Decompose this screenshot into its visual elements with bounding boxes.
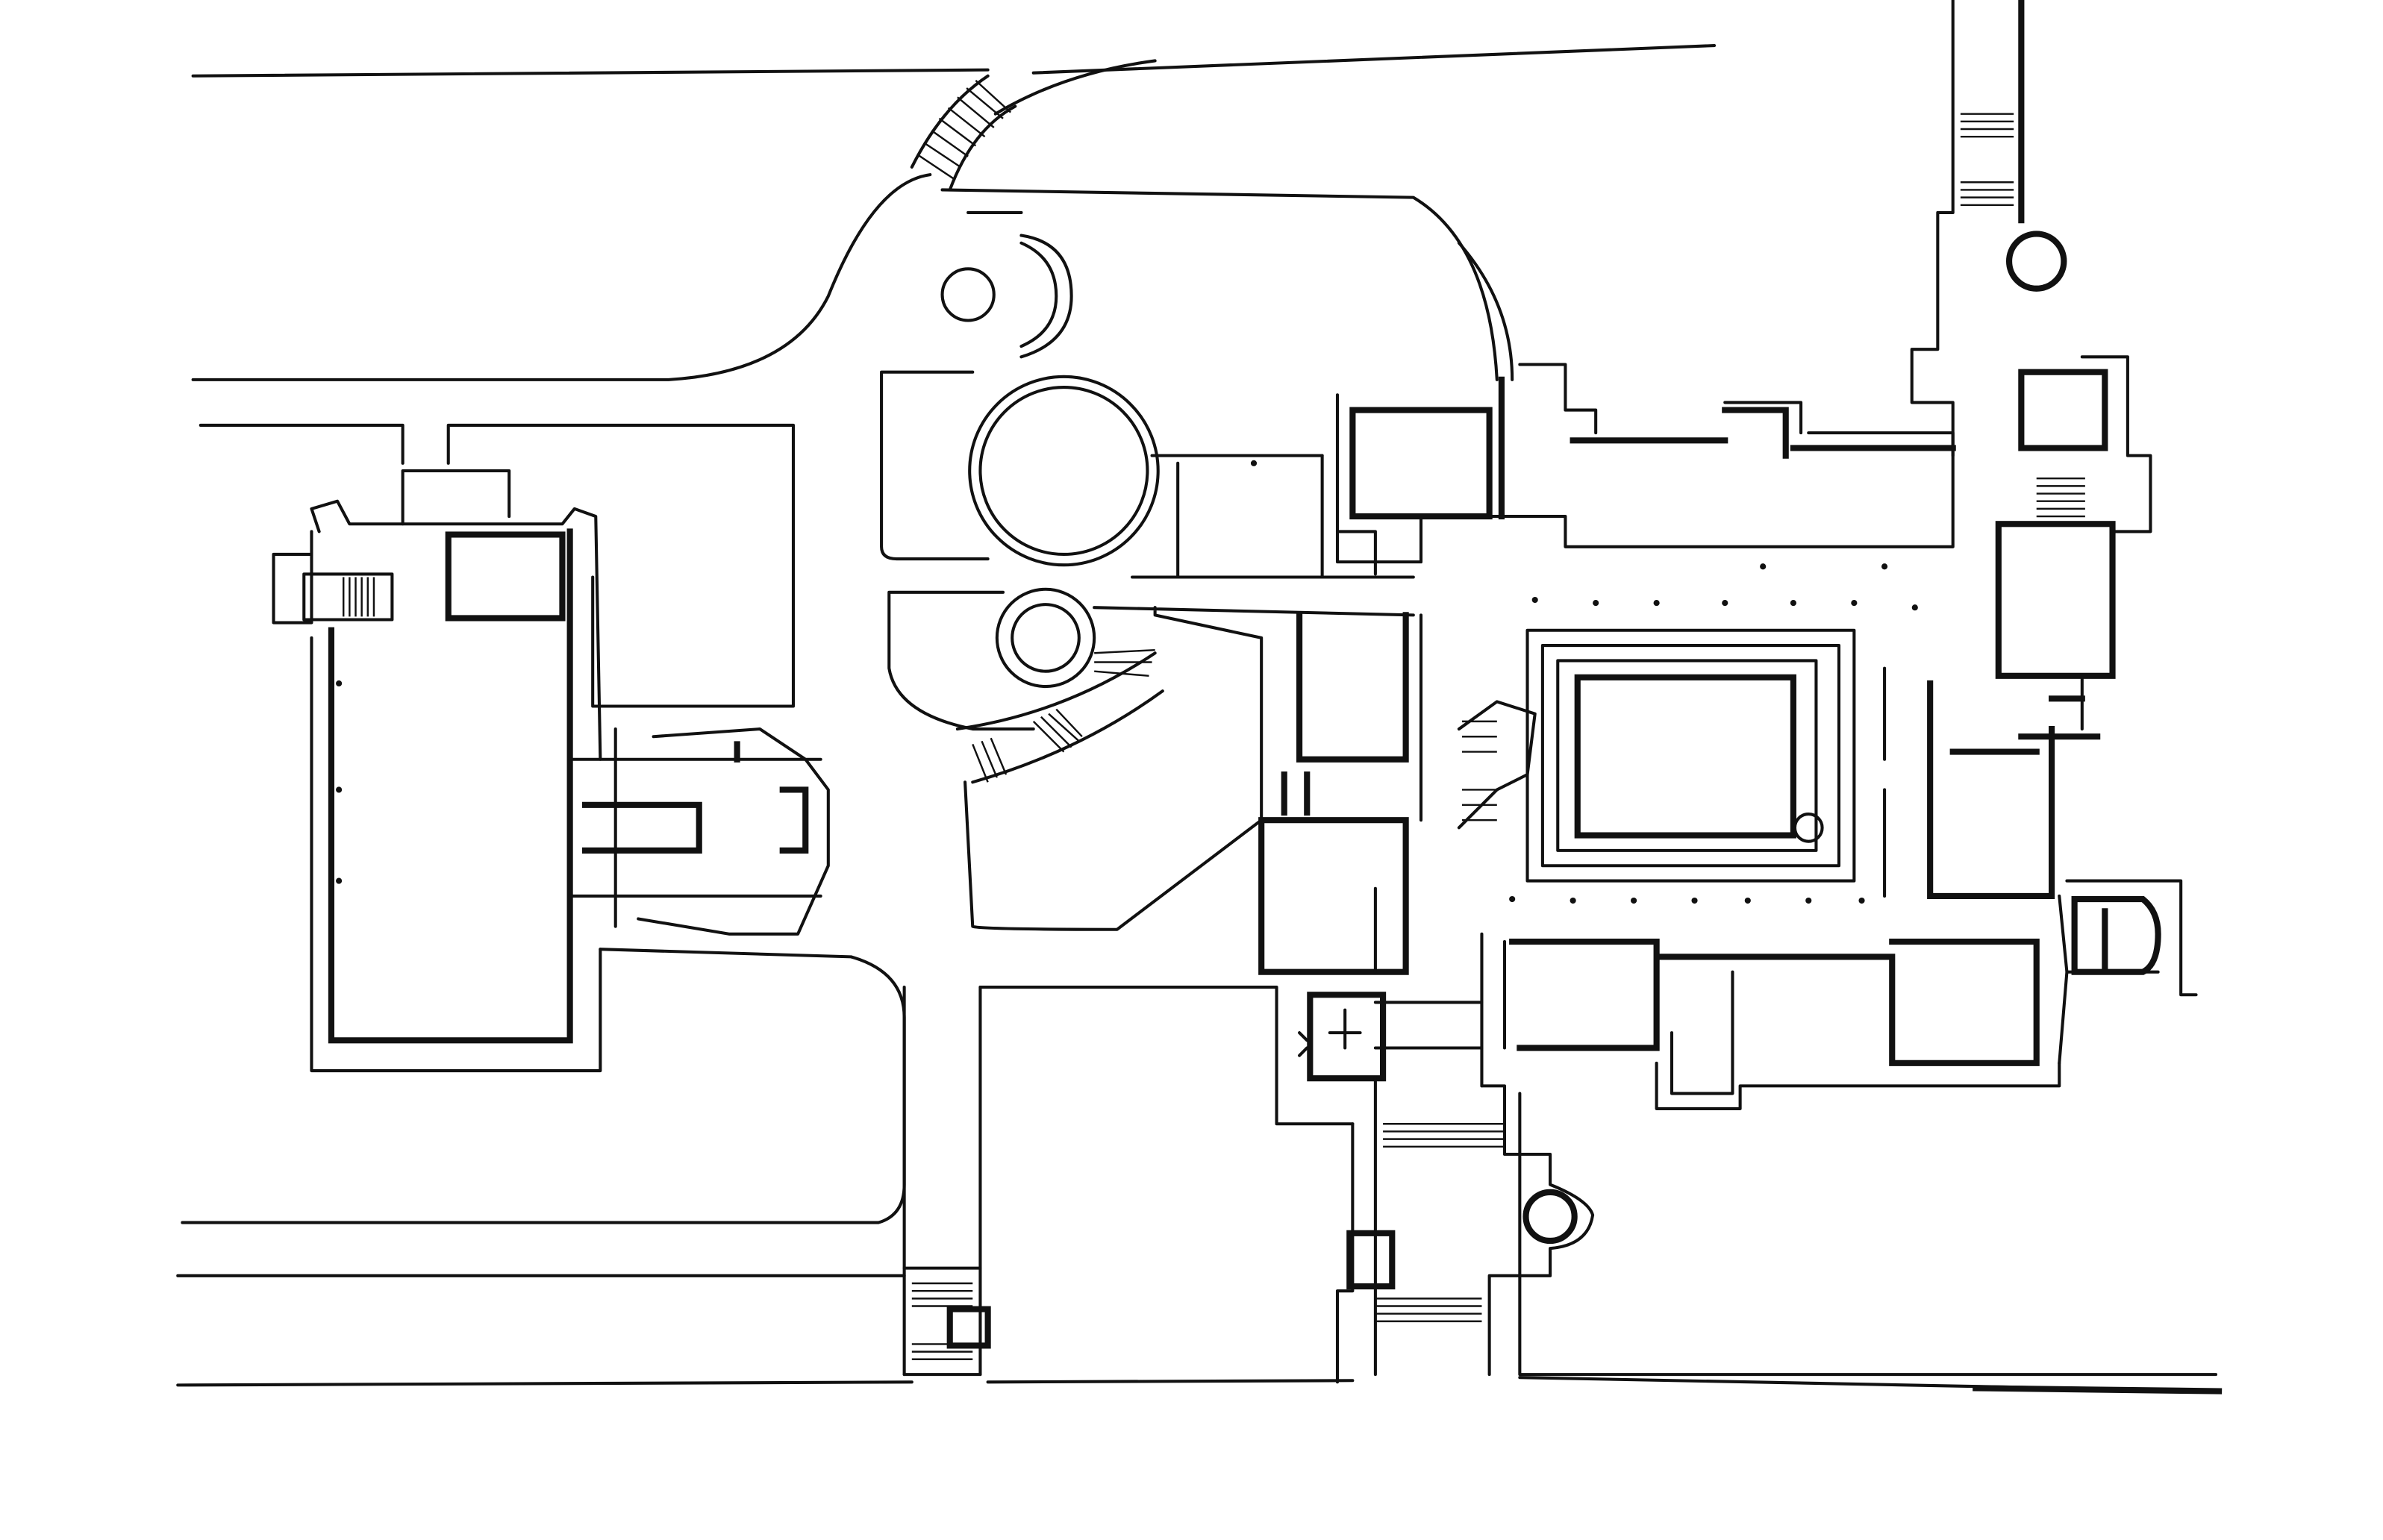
site-boundary-lines (176, 44, 2223, 1395)
curved-stair-north (910, 74, 1017, 192)
round-hall (880, 370, 1415, 579)
east-wing (1883, 0, 2198, 1065)
courtyard-fountain (940, 210, 1073, 359)
central-block (1176, 363, 1956, 975)
west-building (272, 469, 830, 1073)
small-round-stair-tower (887, 587, 1415, 931)
central-pool (1457, 628, 1856, 883)
south-entry-stair (902, 1266, 991, 1377)
south-wing (1298, 932, 2061, 1384)
colonnade-columns (1250, 460, 1918, 904)
